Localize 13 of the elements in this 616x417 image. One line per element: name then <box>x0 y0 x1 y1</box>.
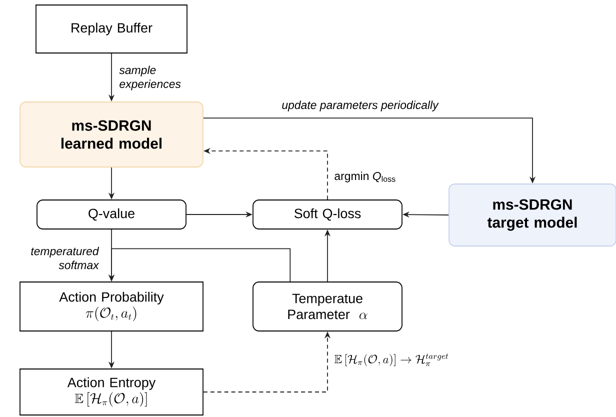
parameter-box: Temperatue Parameter $\alpha$ <box>252 282 402 332</box>
edge-label: sample experiences <box>119 66 181 90</box>
edge-label: argmin Q$_{loss}$ <box>334 172 396 182</box>
edge-label: $\mathbb{E}\left[\mathcal{H}_\pi(\mathcal{O},a)\right] \rightarrow \mathcal{H}_\pi^{target}$ <box>334 354 448 366</box>
process-box: Action Entropy $\mathbb{E}\left[\mathcal{H}_\pi(\mathcal{O},a)\right]$ <box>20 368 204 416</box>
edge-label: update parameters periodically <box>282 100 439 112</box>
model-box: ms-SDRGN learned model <box>20 102 204 168</box>
model-box: ms-SDRGN target model <box>448 184 616 246</box>
process-box: Soft Q-loss <box>252 200 402 230</box>
edge-label: temperatured softmax <box>31 246 100 270</box>
process-box: Action Probability $\pi(\mathcal{O}_t,a_t)$ <box>20 282 204 332</box>
process-box: Q-value <box>36 200 186 230</box>
buffer-box: Replay Buffer <box>36 4 188 54</box>
